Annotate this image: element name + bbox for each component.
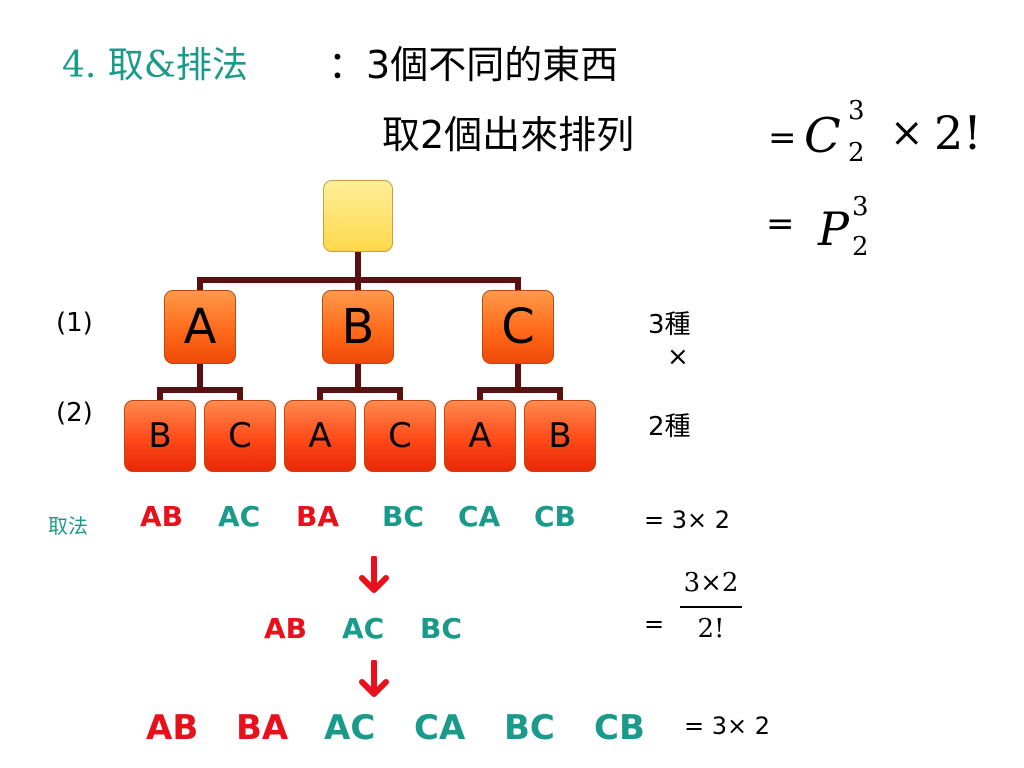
permutation-sup: 3 bbox=[852, 192, 869, 222]
tree-node-c: C bbox=[482, 290, 554, 364]
pair-item: CA bbox=[458, 500, 501, 533]
times-sign: × bbox=[890, 110, 924, 156]
pair-item: AB bbox=[146, 708, 199, 748]
title-line-2: 取2個出來排列 bbox=[382, 104, 634, 159]
count-times: × bbox=[667, 342, 689, 372]
tree-leaf-c: C bbox=[204, 400, 276, 472]
pair-item: AC bbox=[324, 708, 376, 748]
combination-sub: 2 bbox=[848, 138, 865, 168]
tree-leaf-a: A bbox=[284, 400, 356, 472]
page-title: 4. 取&排法 bbox=[62, 36, 248, 88]
pair-item: CA bbox=[414, 708, 466, 748]
title-line1-text: 3個不同的東西 bbox=[366, 43, 619, 87]
tree-connectors bbox=[157, 249, 563, 403]
combination-sup: 3 bbox=[848, 96, 865, 126]
combination-symbol: C bbox=[804, 108, 841, 164]
permutation-sub: 2 bbox=[852, 232, 869, 262]
title-colon: ： bbox=[328, 43, 367, 87]
pair-item: AC bbox=[218, 500, 261, 533]
title-line-1: ：3個不同的東西 bbox=[328, 34, 618, 89]
result-2-denominator: 2! bbox=[697, 614, 725, 644]
pair-item: BA bbox=[296, 500, 340, 533]
count-second: 2種 bbox=[648, 412, 691, 442]
arrow-down-icon bbox=[356, 555, 392, 601]
title-number: 4. bbox=[62, 45, 97, 86]
tree-node-a: A bbox=[164, 290, 236, 364]
title-line2-text: 取2個出來排列 bbox=[382, 113, 635, 157]
pair-item: CB bbox=[594, 708, 645, 748]
fraction-bar bbox=[680, 606, 742, 608]
result-3: = 3× 2 bbox=[684, 712, 771, 740]
tree-node-b: B bbox=[322, 290, 394, 364]
result-2-numerator: 3×2 bbox=[683, 568, 739, 598]
permutation-formula: = P 3 2 bbox=[766, 192, 906, 276]
count-first: 3種 bbox=[648, 310, 691, 340]
pair-item: AB bbox=[264, 612, 308, 645]
permutation-symbol: P bbox=[818, 202, 849, 256]
pair-item: BA bbox=[236, 708, 289, 748]
tree-leaf-a: A bbox=[444, 400, 516, 472]
level-label-2: (2) bbox=[56, 398, 93, 428]
level-label-1: (1) bbox=[56, 308, 93, 338]
pair-item: AB bbox=[140, 500, 184, 533]
pair-item: BC bbox=[382, 500, 424, 533]
factorial: 2! bbox=[934, 106, 982, 160]
arrow-down-icon bbox=[356, 659, 392, 705]
equals-sign: = bbox=[768, 118, 797, 158]
result-2-equals: = bbox=[644, 610, 665, 638]
pair-item: BC bbox=[420, 612, 462, 645]
tree-leaf-c: C bbox=[364, 400, 436, 472]
row-label: 取法 bbox=[48, 514, 88, 538]
tree-root-node bbox=[323, 180, 393, 252]
combination-formula: = C 3 2 × 2! bbox=[768, 96, 1018, 174]
pair-item: AC bbox=[342, 612, 385, 645]
pair-item: CB bbox=[534, 500, 576, 533]
tree-leaf-b: B bbox=[124, 400, 196, 472]
pair-item: BC bbox=[504, 708, 555, 748]
result-1: = 3× 2 bbox=[644, 506, 731, 534]
tree-leaf-b: B bbox=[524, 400, 596, 472]
equals-sign: = bbox=[766, 204, 795, 244]
title-text: 取&排法 bbox=[107, 45, 248, 86]
